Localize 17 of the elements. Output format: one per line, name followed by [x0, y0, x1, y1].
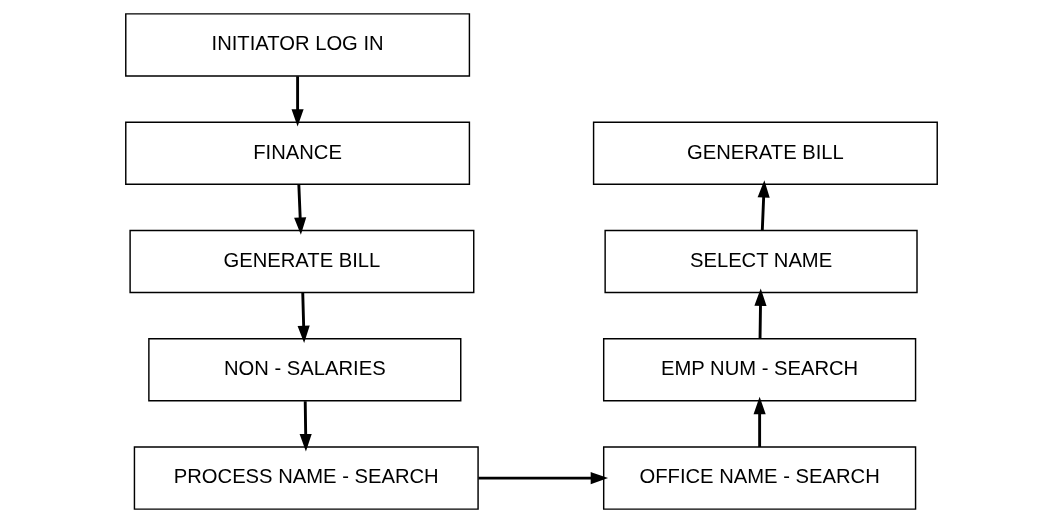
node-box: FINANCE — [124, 121, 470, 185]
node-box: GENERATE BILL — [128, 229, 474, 294]
arrow — [299, 401, 312, 452]
node-box: PROCESS NAME - SEARCH — [133, 446, 479, 510]
node-box: GENERATE BILL — [592, 121, 938, 185]
node-box: INITIATOR LOG IN — [124, 13, 470, 77]
arrow — [757, 180, 770, 231]
arrow — [478, 472, 608, 485]
arrow — [293, 184, 306, 235]
arrow — [297, 292, 310, 344]
arrow — [291, 76, 304, 127]
node-box: EMP NUM - SEARCH — [602, 338, 916, 402]
node-box: SELECT NAME — [603, 229, 918, 294]
node-box: NON - SALARIES — [147, 338, 461, 402]
arrow — [753, 288, 767, 339]
arrow — [753, 396, 766, 447]
node-box: OFFICE NAME - SEARCH — [602, 446, 916, 510]
